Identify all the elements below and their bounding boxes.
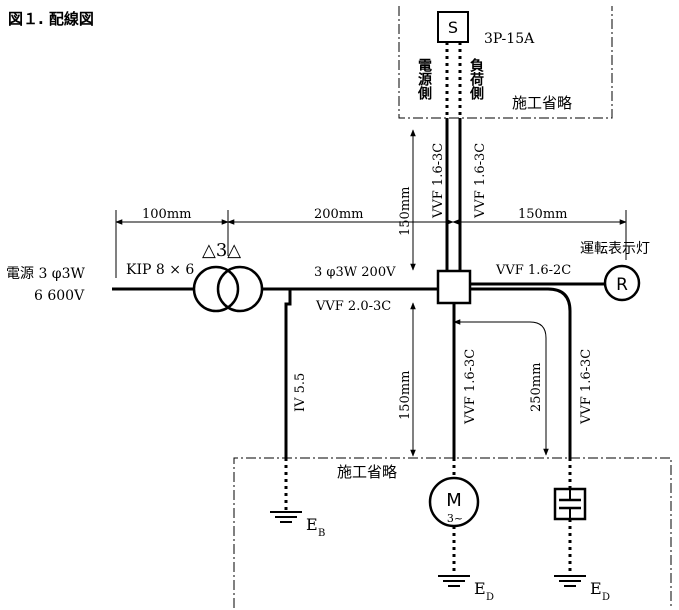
earth-b-sub: B xyxy=(318,528,325,539)
figure-title: 図１. 配線図 xyxy=(8,10,94,28)
dim-right-span-label: 150mm xyxy=(518,207,567,222)
lamp-cable-label: VVF 1.6-2C xyxy=(495,263,571,278)
lamp-label: 運転表示灯 xyxy=(580,241,650,257)
lamp-symbol: R xyxy=(616,275,628,295)
transformer-primary-coil xyxy=(192,265,240,313)
earth-d2-sub: D xyxy=(602,592,610,603)
motor-cable-label: VVF 1.6-3C xyxy=(463,349,478,425)
load-side-label: 負荷側 xyxy=(468,57,485,101)
bottom-omitted-label: 施工省略 xyxy=(337,463,397,481)
top-omitted-box xyxy=(398,6,613,119)
motor-symbol: M xyxy=(446,490,462,511)
transformer-cable: KIP 8 × 6 xyxy=(126,262,194,278)
dim-middle-span-label: 200mm xyxy=(314,207,363,222)
cable-to-switch-left: VVF 1.6-3C xyxy=(431,143,446,219)
capacitor-cable-label: VVF 1.6-3C xyxy=(579,349,594,425)
dim-bend-label: 250mm xyxy=(529,363,544,412)
switch-symbol: S xyxy=(448,18,458,37)
source-side-label: 電源側 xyxy=(416,57,433,101)
top-omitted-label: 施工省略 xyxy=(512,94,572,112)
junction-box xyxy=(436,269,472,305)
ground-wire-label: IV 5.5 xyxy=(293,373,308,412)
ground-wire-transformer xyxy=(284,289,292,458)
switch-box xyxy=(437,11,469,43)
main-feed-label: VVF 2.0-3C xyxy=(315,299,391,314)
earth-d1-letter: E xyxy=(474,579,486,598)
source-voltage: 6 600V xyxy=(34,288,85,304)
transformer-symbol: △3△ xyxy=(202,240,241,261)
motor-phase: 3~ xyxy=(447,512,463,525)
earth-d1-sub: D xyxy=(486,592,494,603)
dim-bend xyxy=(453,319,549,456)
indicator-lamp xyxy=(603,264,641,302)
earth-d2-letter: E xyxy=(590,579,602,598)
dim-left-span-label: 100mm xyxy=(142,207,191,222)
earth-b-letter: E xyxy=(306,515,318,534)
transformer-secondary-coil xyxy=(216,265,264,313)
switch-rating: 3P-15A xyxy=(484,31,535,47)
dim-lower-vertical-label: 150mm xyxy=(398,371,413,420)
secondary-supply-label: 3 φ3W 200V xyxy=(314,265,396,280)
source-label: 電源 3 φ3W xyxy=(6,266,86,282)
dim-upper-vertical-label: 150mm xyxy=(398,187,413,236)
cable-to-switch-right: VVF 1.6-3C xyxy=(473,143,488,219)
capacitor-wire xyxy=(470,287,572,458)
